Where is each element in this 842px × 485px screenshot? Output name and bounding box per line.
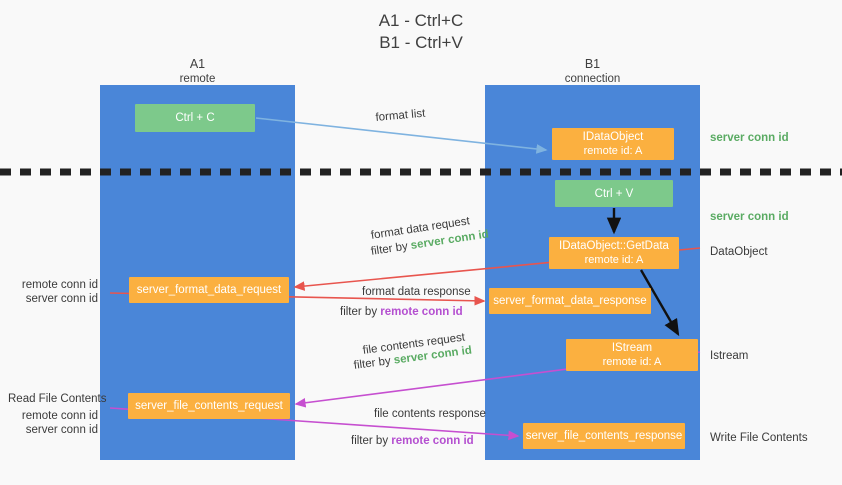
node-ctrl-v[interactable]: Ctrl + V [555,180,673,207]
left-label-server-conn-id-1: server conn id [25,293,98,305]
right-label-write-file-contents: Write File Contents [710,432,808,444]
column-header-b1: B1 connection [515,57,670,87]
column-a1-sub: remote [179,73,216,85]
column-b1-sub: connection [564,73,621,85]
left-label-conn-id-group-1: remote conn id server conn id [10,278,98,306]
node-getdata-sub: remote id: A [584,254,644,266]
right-label-istream: Istream [710,350,749,362]
edge-label-format-data-response: format data response [362,286,471,298]
left-label-read-file-contents: Read File Contents [8,393,107,405]
right-label-server-conn-id-mid: server conn id [710,211,789,223]
node-file-contents-request-label: server_file_contents_request [135,400,283,412]
node-format-data-request-label: server_format_data_request [136,284,282,296]
right-label-dataobject: DataObject [710,246,768,258]
column-b1-name: B1 [584,57,601,71]
filter-value-remote-conn-id: remote conn id [380,306,463,318]
left-label-conn-id-group-2: remote conn id server conn id [10,409,98,437]
node-istream-sub: remote id: A [602,356,662,368]
left-label-server-conn-id-2: server conn id [25,424,98,436]
title-line-1: A1 - Ctrl+C [378,11,464,30]
node-file-contents-response-label: server_file_contents_response [525,430,683,442]
node-getdata-label: IDataObject::GetData [559,240,669,252]
edge-label-format-data-response-filter: filter by remote conn id [340,306,463,318]
edge-label-file-contents-response-filter: filter by remote conn id [351,435,474,447]
node-idataobject-sub: remote id: A [583,145,643,157]
column-a1-name: A1 [189,57,206,71]
node-idataobject[interactable]: IDataObject remote id: A [552,128,674,160]
node-server-format-data-response[interactable]: server_format_data_response [489,288,651,314]
node-server-file-contents-request[interactable]: server_file_contents_request [128,393,290,419]
left-label-remote-conn-id-2: remote conn id [21,410,98,422]
node-server-file-contents-response[interactable]: server_file_contents_response [523,423,685,449]
page-title: A1 - Ctrl+C B1 - Ctrl+V [0,10,842,54]
node-istream-label: IStream [611,342,653,354]
node-idataobject-label: IDataObject [582,131,644,143]
node-ctrl-c-label: Ctrl + C [175,112,215,124]
edge-label-file-contents-response: file contents response [374,408,486,420]
left-label-remote-conn-id-1: remote conn id [21,279,98,291]
node-istream[interactable]: IStream remote id: A [566,339,698,371]
filter-value-remote-conn-id-2: remote conn id [391,435,474,447]
right-label-server-conn-id-top: server conn id [710,132,789,144]
node-format-data-response-label: server_format_data_response [493,295,647,307]
title-line-2: B1 - Ctrl+V [379,33,463,52]
node-ctrl-v-label: Ctrl + V [594,187,634,200]
node-ctrl-c[interactable]: Ctrl + C [135,104,255,132]
node-idataobject-getdata[interactable]: IDataObject::GetData remote id: A [549,237,679,269]
edge-label-format-list: format list [375,107,426,124]
node-server-format-data-request[interactable]: server_format_data_request [129,277,289,303]
column-header-a1: A1 remote [120,57,275,87]
